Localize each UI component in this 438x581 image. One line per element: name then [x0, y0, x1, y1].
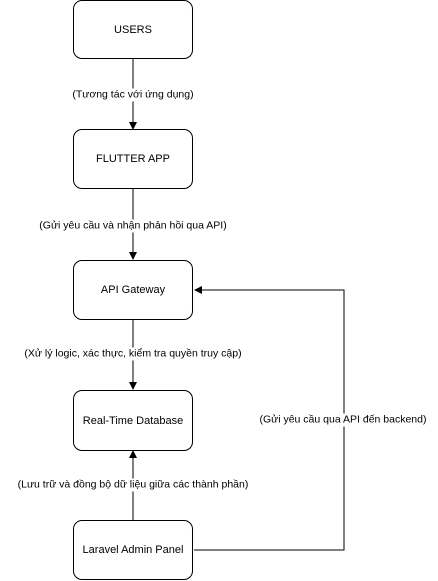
edge-label-admin-to-db: (Lưu trữ và đồng bộ dữ liệu giữa các thà…: [16, 478, 250, 492]
edge-label-admin-to-gateway: (Gửi yêu cầu qua API đến backend): [258, 413, 428, 427]
edge-label-users-to-app: (Tương tác với ứng dụng): [71, 88, 195, 102]
laravel-admin-panel-node: Laravel Admin Panel: [73, 520, 193, 580]
flutter-app-node: FLUTTER APP: [73, 129, 193, 189]
api-gateway-node: API Gateway: [73, 260, 193, 320]
edge-label-gateway-to-db: (Xử lý logic, xác thực, kiểm tra quyền t…: [23, 347, 243, 361]
users-node: USERS: [73, 0, 193, 59]
edge-label-app-to-gateway: (Gửi yêu cầu và nhận phản hồi qua API): [38, 219, 228, 233]
realtime-database-node: Real-Time Database: [73, 390, 193, 451]
